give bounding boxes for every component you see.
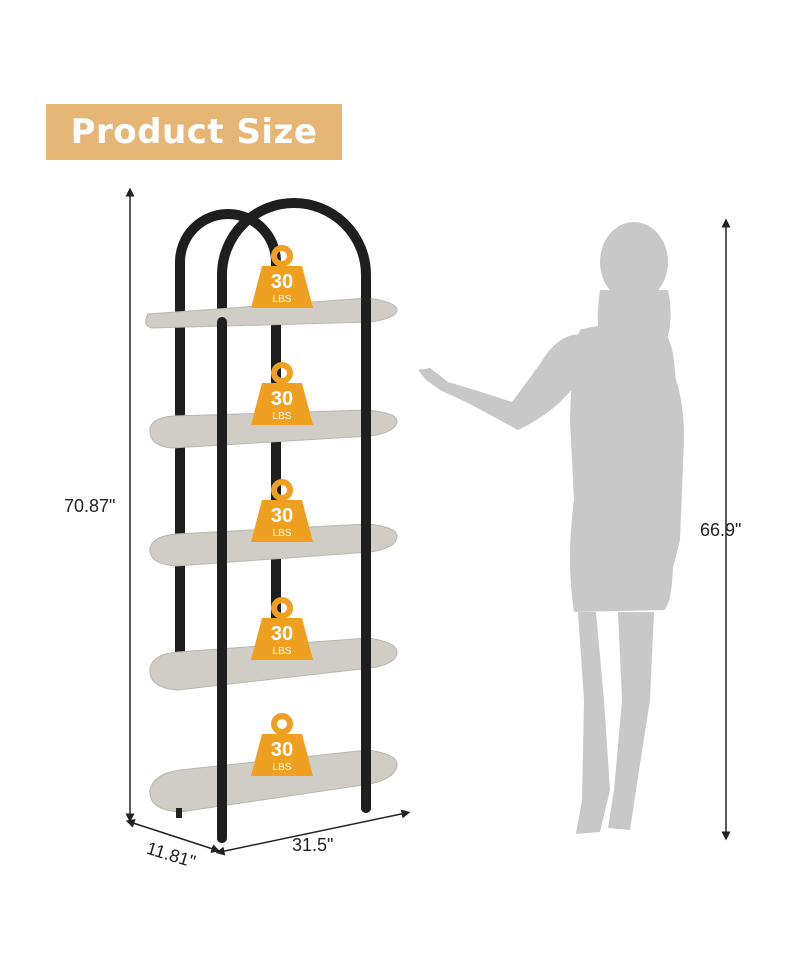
shelf-height-label: 70.87" xyxy=(64,496,116,516)
weight-handle xyxy=(271,245,293,267)
weight-value: 30 xyxy=(271,388,293,410)
weight-body xyxy=(251,734,313,776)
weight-unit: LBS xyxy=(273,762,292,773)
shelves xyxy=(145,297,398,813)
foot-right xyxy=(362,790,368,800)
arch-frame xyxy=(175,198,371,843)
product-size-banner: Product Size xyxy=(46,104,342,160)
foot-left xyxy=(176,808,182,818)
weight-body xyxy=(251,618,313,660)
weight-unit: LBS xyxy=(273,294,292,305)
weight-handle xyxy=(271,597,293,619)
depth-arrow xyxy=(125,819,221,853)
width-arrow xyxy=(215,809,411,856)
shelf-4 xyxy=(149,637,398,691)
weight-value: 30 xyxy=(271,739,293,761)
person-height-label: 66.9" xyxy=(700,520,742,540)
weight-unit: LBS xyxy=(273,528,292,539)
weight-unit: LBS xyxy=(273,411,292,422)
weight-value: 30 xyxy=(271,505,293,527)
shelf-1 xyxy=(145,297,398,329)
front-posts xyxy=(217,295,371,843)
weight-handle xyxy=(271,713,293,735)
weight-body xyxy=(251,500,313,542)
shelf-2 xyxy=(149,409,398,449)
weight-value: 30 xyxy=(271,271,293,293)
weight-body xyxy=(251,383,313,425)
person-silhouette xyxy=(418,222,684,834)
weight-value: 30 xyxy=(271,623,293,645)
shelf-3 xyxy=(149,523,398,567)
weight-handle xyxy=(271,479,293,501)
shelf-5 xyxy=(149,749,398,813)
weight-unit: LBS xyxy=(273,646,292,657)
width-label: 31.5" xyxy=(292,835,334,855)
banner-title: Product Size xyxy=(70,112,318,152)
bookshelf xyxy=(145,198,398,843)
weight-body xyxy=(251,266,313,308)
weight-handle xyxy=(271,362,293,384)
